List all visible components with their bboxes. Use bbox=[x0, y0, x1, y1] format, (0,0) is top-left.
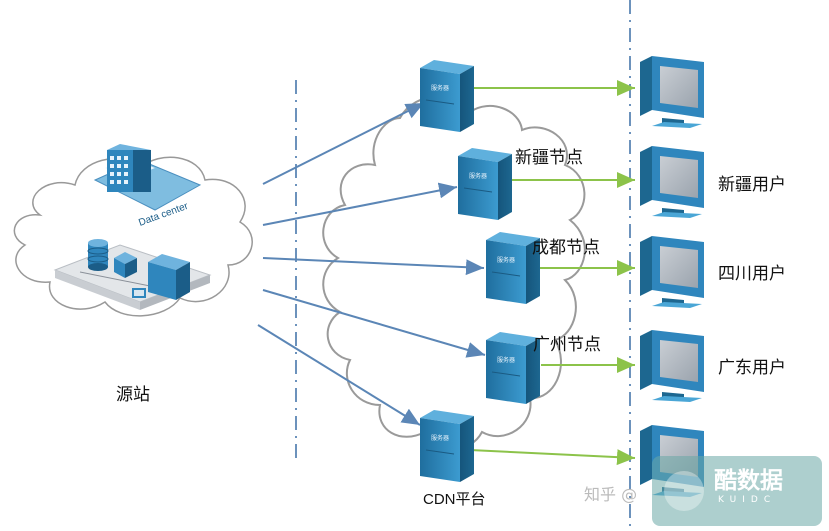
svg-text:服务器: 服务器 bbox=[497, 256, 515, 264]
arrow-node-user-4 bbox=[469, 449, 636, 466]
cdn-server-node-0: 服务器 bbox=[420, 60, 474, 132]
arrow-src-node-3 bbox=[262, 289, 486, 358]
svg-text:服务器: 服务器 bbox=[431, 434, 449, 442]
arrow-src-node-2 bbox=[262, 257, 485, 276]
source-label: 源站 bbox=[116, 385, 150, 405]
source-platform bbox=[53, 239, 212, 310]
cdn-label: CDN平台 bbox=[423, 491, 486, 508]
database-icon bbox=[87, 239, 109, 271]
zhihu-watermark: 知乎 @ bbox=[584, 485, 638, 504]
brand-watermark: 酷数据 bbox=[714, 468, 783, 494]
brand-watermark-badge bbox=[652, 456, 822, 526]
cdn-server-node-3: 服务器 bbox=[486, 332, 540, 404]
user-label-sichuan: 四川用户 bbox=[718, 264, 786, 284]
brand-watermark-en: KUIDC bbox=[718, 495, 777, 505]
user-pc-0 bbox=[640, 56, 704, 128]
node-to-user-arrows bbox=[469, 80, 636, 466]
arrow-src-node-4 bbox=[257, 324, 421, 426]
user-pc-3 bbox=[640, 330, 704, 402]
cdn-server-node-1: 服务器 bbox=[458, 148, 512, 220]
node-label-guangzhou: 广州节点 bbox=[533, 335, 601, 355]
brand-logo-icon bbox=[664, 471, 704, 511]
user-pc-2 bbox=[640, 236, 704, 308]
cdn-server-node-2: 服务器 bbox=[486, 232, 540, 304]
node-label-xinjiang: 新疆节点 bbox=[515, 148, 583, 168]
svg-text:服务器: 服务器 bbox=[497, 356, 515, 364]
arrow-src-node-0 bbox=[262, 102, 425, 185]
small-monitor-icon bbox=[132, 288, 146, 298]
cdn-server-node-4: 服务器 bbox=[420, 410, 474, 482]
user-pc-1 bbox=[640, 146, 704, 218]
user-label-xinjiang: 新疆用户 bbox=[718, 175, 786, 195]
source-server-icon bbox=[148, 254, 190, 300]
arrow-src-node-1 bbox=[262, 182, 458, 226]
cdn-cloud bbox=[322, 95, 586, 451]
svg-text:服务器: 服务器 bbox=[431, 84, 449, 92]
node-label-chengdu: 成都节点 bbox=[532, 238, 600, 258]
user-label-guangdong: 广东用户 bbox=[718, 358, 786, 378]
source-to-node-arrows bbox=[257, 102, 486, 426]
svg-text:服务器: 服务器 bbox=[469, 172, 487, 180]
storage-cube-icon bbox=[114, 252, 137, 278]
